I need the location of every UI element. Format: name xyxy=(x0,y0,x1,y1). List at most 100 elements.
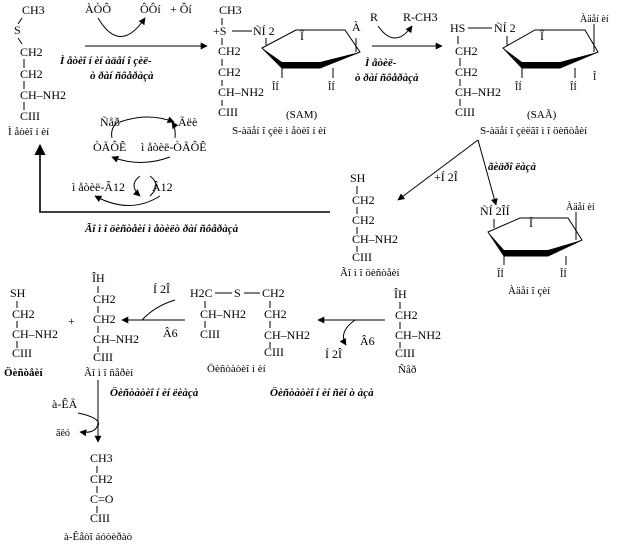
label-text: CH2 xyxy=(20,45,43,59)
label-text: C=O xyxy=(90,492,114,506)
enzyme-2-line1: Ì åòèë- xyxy=(364,57,397,69)
ketobutyrate-pathway: à-ÊÃ ãëó CH3 CH2 C=O CIII à-Êåòî áóòèðàò xyxy=(52,380,133,543)
homoserine-name: Ãî ì î ñåðèí xyxy=(84,367,133,379)
hydrolysis-water: +Í 2Î xyxy=(434,170,458,184)
sam-name: S-àäåí î çèë ì åòèî í èí xyxy=(232,125,326,137)
arrow-sah-to-adenosine xyxy=(477,139,498,206)
lyase-water: Í 2Î xyxy=(153,282,170,296)
cysteine-name: Öèñòåèí xyxy=(4,366,43,379)
label-text: CH–NH2 xyxy=(264,328,310,342)
label-text: SH xyxy=(10,286,26,300)
label-text: CH2 xyxy=(352,193,375,207)
label-text: CH2 xyxy=(90,472,113,486)
label-text: CH2 xyxy=(262,286,285,300)
label-text: à-ÊÃ xyxy=(52,397,78,411)
label-text: Àäåí èí xyxy=(580,13,609,25)
label-text: Î xyxy=(540,29,544,43)
label-text: ÑÍ 2 xyxy=(494,21,516,35)
label-text: ÎÍ xyxy=(497,268,504,280)
label-text: Ãëè xyxy=(178,115,197,129)
label-text: CIII xyxy=(90,511,110,525)
label-text: CH2 xyxy=(218,44,241,58)
label-text: + Ôí xyxy=(170,2,192,16)
label-text: Â12 xyxy=(152,180,173,194)
folate-b12-cycle: Ñåð Ãëè ÒÃÔÊ ì åòèë-ÒÃÔÊ ì åòèë-Â12 Â12 xyxy=(72,115,207,206)
adenosine-name: Àäåí î çèí xyxy=(508,285,550,297)
homoserine-structure: ÎH CH2 CH2 CH–NH2 CIII Ãî ì î ñåðèí xyxy=(84,271,139,379)
enzyme-5-label: Öèñòàòèî í èí ñèí ò àçà xyxy=(270,386,374,399)
label-text: CIII xyxy=(12,346,32,360)
enzyme-2-line2: ò ðàí ñôåðàçà xyxy=(355,72,419,84)
label-text: CH–NH2 xyxy=(200,307,246,321)
label-text: CH3 xyxy=(219,3,242,17)
methionine-name: Ì åòèî í èí xyxy=(8,126,49,138)
label-text: CH2 xyxy=(352,213,375,227)
label-text: ÎÍ xyxy=(328,81,335,93)
label-text: ãëó xyxy=(56,428,70,439)
homocysteine-structure: SH CH2 CH2 CH–NH2 CIII Ãî ì î öèñòåèí xyxy=(340,171,400,279)
label-text: CH–NH2 xyxy=(352,232,398,246)
label-text: CIII xyxy=(352,250,372,264)
label-text: CH2 xyxy=(218,65,241,79)
label-text: CH–NH2 xyxy=(395,328,441,342)
label-text: À xyxy=(352,20,361,34)
cystathionine-name: Öèñòàòèî í èí xyxy=(207,363,266,375)
sah-abbrev: (SAÃ) xyxy=(527,109,557,121)
label-text: CH–NH2 xyxy=(93,332,139,346)
atp-cofactors: ÀÒÔ ÔÔí + Ôí xyxy=(85,2,192,37)
methyl-transfer: R R-CH3 xyxy=(370,10,438,39)
label-text: Î xyxy=(529,216,533,230)
arrow-remethylation xyxy=(34,143,330,213)
label-text: ÔÔí xyxy=(140,2,161,16)
sam-abbrev: (SAM) xyxy=(286,109,318,121)
label-text: CH–NH2 xyxy=(20,88,66,102)
label-text: ÑÍ 2ÎÍ xyxy=(480,204,510,218)
label-text: HS xyxy=(450,21,465,35)
label-text: CIII xyxy=(93,350,113,364)
label-text: CH–NH2 xyxy=(12,327,58,341)
label-text: +S xyxy=(213,24,226,38)
label-text: CH2 xyxy=(395,308,418,322)
label-text: CIII xyxy=(264,345,284,359)
label-text: CIII xyxy=(20,109,40,123)
label-text: S xyxy=(14,23,21,37)
label-text: CH–NH2 xyxy=(218,85,264,99)
label-text: ÒÃÔÊ xyxy=(93,140,126,154)
label-text: ÎÍ xyxy=(570,81,577,93)
enzyme-4-label: Öèñòàòèî í èí ëèàçà xyxy=(110,386,199,399)
label-text: CH2 xyxy=(455,65,478,79)
label-text: ÎÍ xyxy=(272,81,279,93)
hydrolase-label: ãèäðî ëàçà xyxy=(488,161,536,173)
cystathionine-structure: H2C S CH2 CH–NH2 CIII CH2 CH–NH2 CIII Öè… xyxy=(190,286,310,375)
label-text: CH2 xyxy=(12,307,35,321)
label-text: ì åòèë-ÒÃÔÊ xyxy=(141,140,207,154)
enzyme-1-line2: ò ðàí ñôåðàçà xyxy=(90,70,154,82)
label-text: Î xyxy=(300,29,304,43)
label-text: CH2 xyxy=(264,307,287,321)
label-text: R xyxy=(370,10,378,24)
enzyme-1-line1: Ì åòèî í èí àäåí î çèë- xyxy=(59,55,152,67)
serine-name: Ñåð xyxy=(398,364,417,376)
label-text: ÎÍ xyxy=(515,81,522,93)
homocysteine-name: Ãî ì î öèñòåèí xyxy=(340,267,400,279)
label-text: CH–NH2 xyxy=(455,85,501,99)
arrow-sah-to-homocysteine xyxy=(397,139,479,201)
label-text: CIII xyxy=(395,346,415,360)
plus-sign: + xyxy=(68,314,75,328)
label-text: CH2 xyxy=(93,292,116,306)
label-text: H2C xyxy=(190,286,213,300)
label-text: Ñåð xyxy=(100,115,120,129)
adenosine-structure: ÑÍ 2ÎÍ Î Àäåí èí ÎÍ ÎÍ Àäåí î çèí xyxy=(480,201,595,297)
synthase-water: Í 2Î xyxy=(325,347,342,361)
label-text: CIII xyxy=(200,327,220,341)
label-text: R-CH3 xyxy=(403,10,438,24)
label-text: CH3 xyxy=(22,3,45,17)
sah-name: S-àäåí î çèëãî ì î öèñòåèí xyxy=(480,125,587,137)
label-text: CH2 xyxy=(93,312,116,326)
label-text: CH2 xyxy=(455,44,478,58)
label-text: SH xyxy=(350,171,366,185)
ketobutyrate-name: à-Êåòî áóòèðàò xyxy=(64,531,133,543)
label-text: ì åòèë-Â12 xyxy=(72,180,125,194)
label-text: ÑÍ 2 xyxy=(253,24,275,38)
